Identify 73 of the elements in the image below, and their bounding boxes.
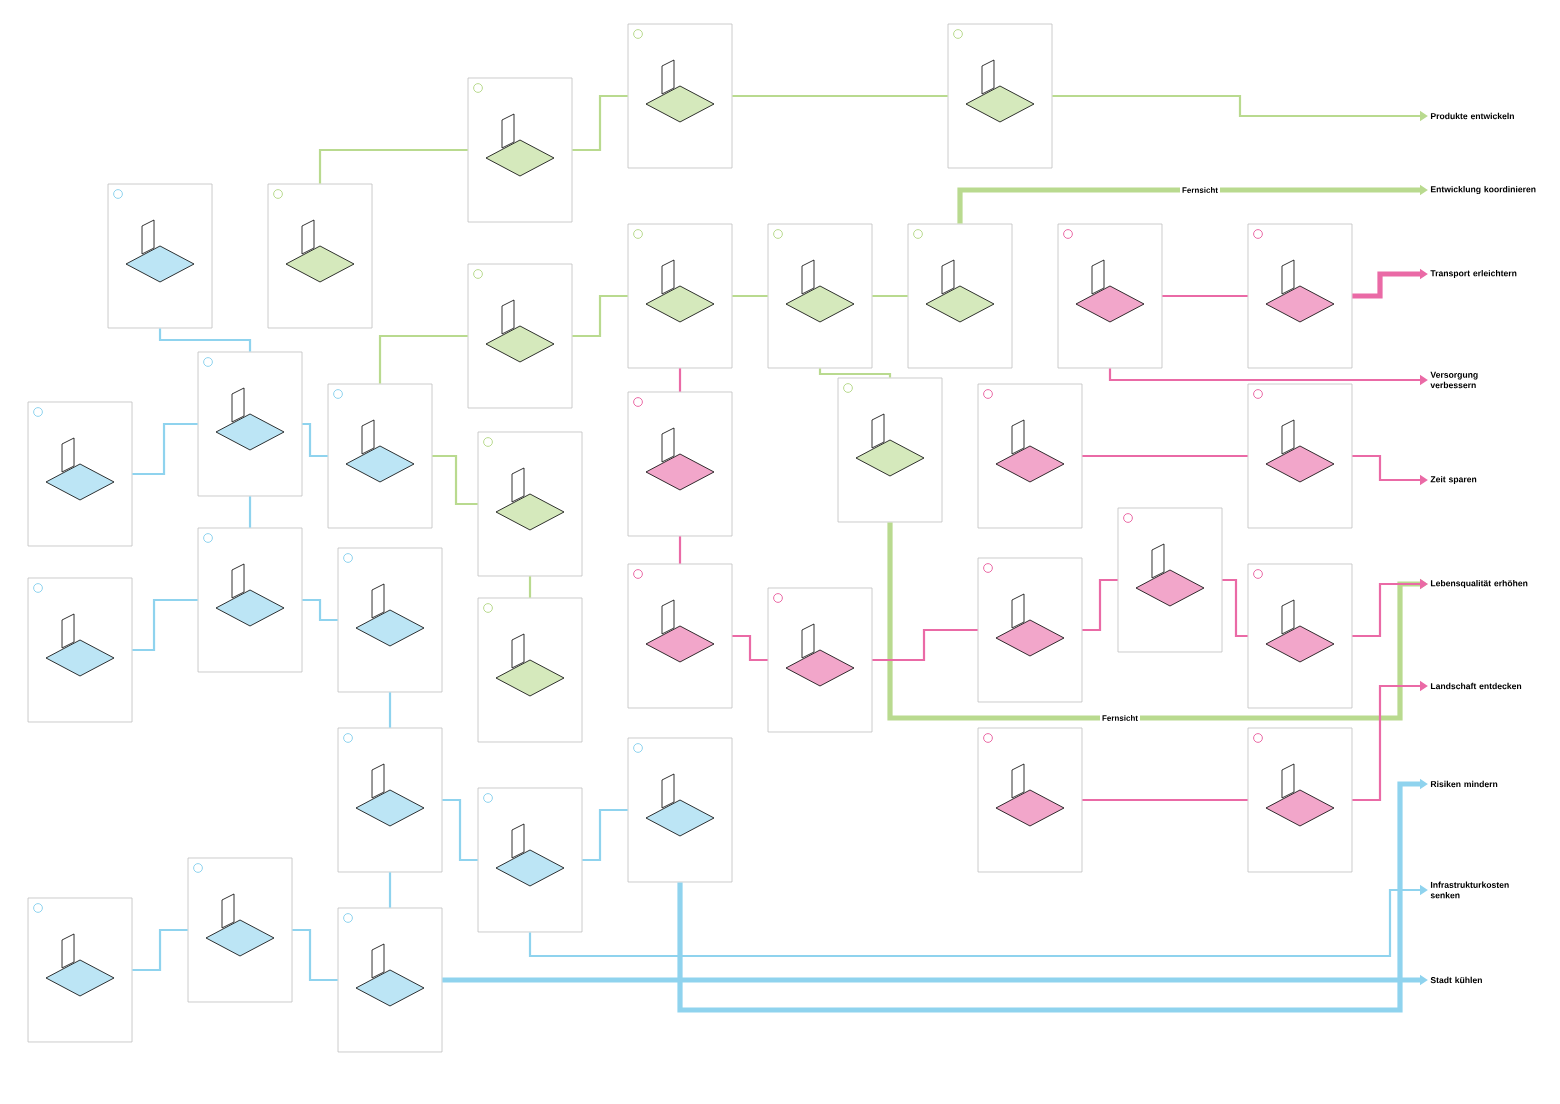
card [467,263,573,409]
connector-line [572,294,628,338]
connector-line [1082,454,1248,458]
card [477,787,583,933]
connector-line [132,598,198,652]
card [337,547,443,693]
card [837,377,943,523]
connector-line [158,328,252,352]
arrow [957,184,1428,224]
card [1117,507,1223,653]
connector-line [388,692,392,728]
card [627,223,733,369]
connector-line [678,368,682,392]
card [477,431,583,577]
card [627,563,733,709]
connector-line [1162,294,1248,298]
card [627,391,733,537]
connector-line [872,294,908,298]
card [477,597,583,743]
connector-line [572,94,628,152]
connector-line [818,368,892,378]
card [627,737,733,883]
connector-line [1082,578,1118,632]
connector-line [872,628,978,662]
connector-line [528,576,532,598]
card [337,907,443,1053]
card [187,857,293,1003]
connector-line [248,496,252,528]
card [1247,383,1353,529]
card [337,727,443,873]
card [627,23,733,169]
card [977,727,1083,873]
card [1057,223,1163,369]
card [197,527,303,673]
card [267,183,373,329]
connector-line [732,294,768,298]
arrow [1352,578,1428,638]
card [197,351,303,497]
connector-line [582,808,628,862]
connector-line [1082,798,1248,802]
card [1247,563,1353,709]
connector-line [292,928,338,982]
connector-line [388,872,392,908]
card [327,383,433,529]
arrow [677,778,1428,1013]
card [767,223,873,369]
connector-line [302,422,328,458]
connector-line [732,94,948,98]
card [977,383,1083,529]
card [1247,223,1353,369]
card [767,587,873,733]
card [907,223,1013,369]
connector-line [442,798,478,862]
connector-line [132,422,198,476]
arrow [1352,268,1428,299]
connector-line [132,928,188,972]
card [947,23,1053,169]
card [27,897,133,1043]
card [107,183,213,329]
card [977,557,1083,703]
arrow [1352,680,1428,802]
card [27,401,133,547]
card [27,577,133,723]
connector-line [1222,578,1248,638]
connector-line [378,334,468,384]
card [467,77,573,223]
connector-line [732,634,768,662]
connector-line [318,148,468,184]
card [1247,727,1353,873]
connector-line [678,536,682,564]
connector-line [432,454,478,506]
arrow [528,884,1428,958]
connector-line [302,598,338,622]
